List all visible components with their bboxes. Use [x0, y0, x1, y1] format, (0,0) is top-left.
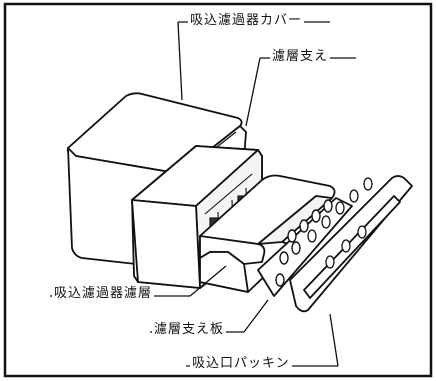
support-plate-holes	[275, 199, 333, 287]
support-plate-label: 濾層支え板	[152, 322, 227, 338]
outer-border	[3, 2, 433, 378]
filter-layer-label: 吸込濾過器濾層	[52, 286, 155, 302]
layer-support-part	[199, 174, 336, 293]
gasket-holes	[307, 177, 373, 269]
cover-label: 吸込濾過器カバー	[188, 13, 305, 29]
layer-support-label: 濾層支え	[270, 49, 331, 65]
gasket-label: 吸込口パッキン	[190, 356, 292, 372]
